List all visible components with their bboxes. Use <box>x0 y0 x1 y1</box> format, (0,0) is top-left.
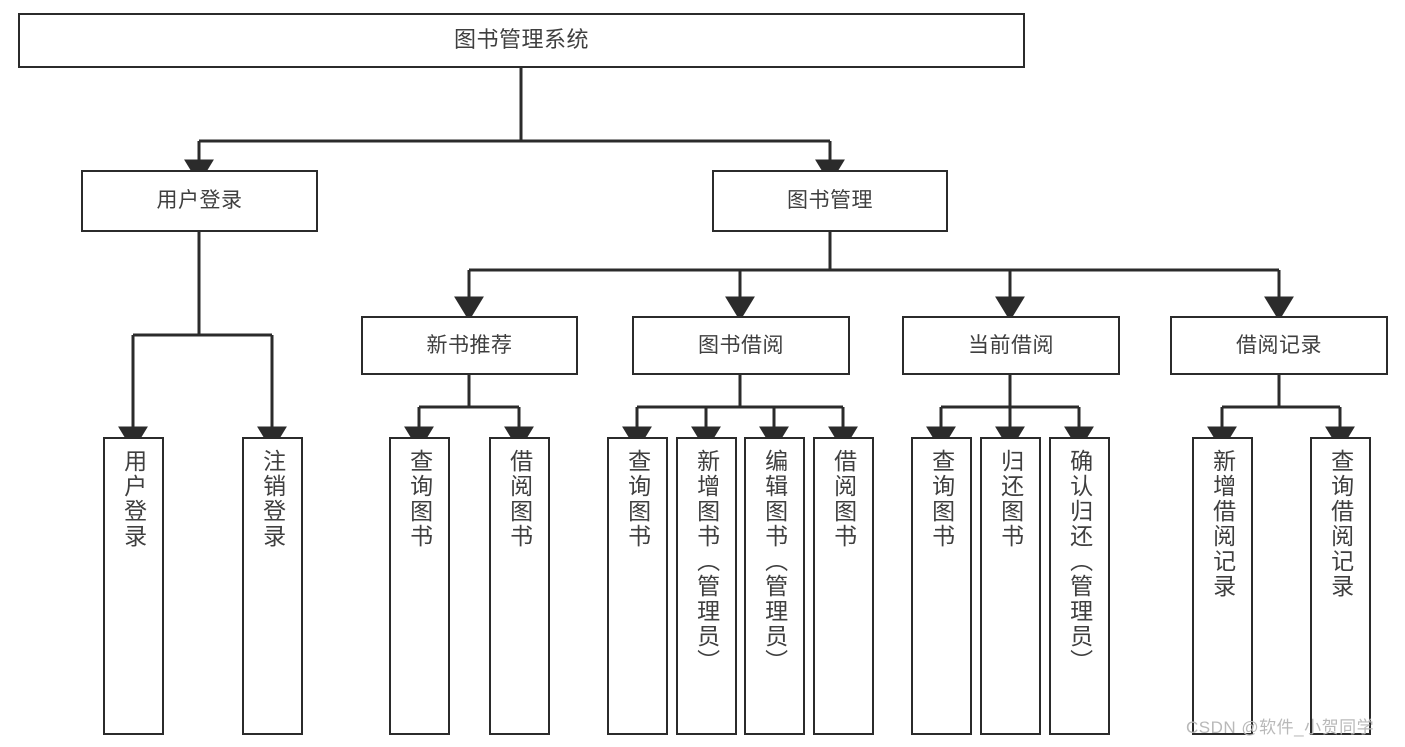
leaf-query-book-borrow[interactable]: 查询图书 <box>607 437 668 735</box>
leaf-borrow-book-newbook-label: 借阅图书 <box>506 449 533 549</box>
leaf-add-borrow-record[interactable]: 新增借阅记录 <box>1192 437 1253 735</box>
node-user-login-label: 用户登录 <box>156 189 243 213</box>
node-new-book-recommend[interactable]: 新书推荐 <box>361 316 578 375</box>
leaf-user-login-label: 用户登录 <box>120 449 147 549</box>
leaf-return-book[interactable]: 归还图书 <box>980 437 1041 735</box>
leaf-return-book-label: 归还图书 <box>997 449 1024 549</box>
leaf-query-borrow-record[interactable]: 查询借阅记录 <box>1310 437 1371 735</box>
leaf-query-book-borrow-label: 查询图书 <box>624 449 651 549</box>
leaf-query-book-current-label: 查询图书 <box>928 449 955 549</box>
node-book-management-label: 图书管理 <box>787 189 873 213</box>
leaf-query-borrow-record-label: 查询借阅记录 <box>1327 449 1354 599</box>
node-root-label: 图书管理系统 <box>453 27 589 53</box>
leaf-add-book-admin-label: 新增图书（管理员） <box>693 449 720 674</box>
leaf-edit-book-admin[interactable]: 编辑图书（管理员） <box>744 437 805 735</box>
leaf-borrow-book-newbook[interactable]: 借阅图书 <box>489 437 550 735</box>
leaf-add-borrow-record-label: 新增借阅记录 <box>1209 449 1236 599</box>
leaf-confirm-return-admin[interactable]: 确认归还（管理员） <box>1049 437 1110 735</box>
leaf-logout[interactable]: 注销登录 <box>242 437 303 735</box>
node-root[interactable]: 图书管理系统 <box>18 13 1025 68</box>
leaf-query-book-newbook[interactable]: 查询图书 <box>389 437 450 735</box>
leaf-query-book-current[interactable]: 查询图书 <box>911 437 972 735</box>
node-book-borrow[interactable]: 图书借阅 <box>632 316 850 375</box>
node-current-borrow[interactable]: 当前借阅 <box>902 316 1120 375</box>
leaf-query-book-newbook-label: 查询图书 <box>406 449 433 549</box>
leaf-confirm-return-admin-label: 确认归还（管理员） <box>1066 449 1093 674</box>
csdn-watermark: CSDN @软件_小贺同学 <box>1186 718 1375 737</box>
leaf-borrow-book[interactable]: 借阅图书 <box>813 437 874 735</box>
node-borrow-records-label: 借阅记录 <box>1236 333 1322 357</box>
node-book-borrow-label: 图书借阅 <box>698 333 784 357</box>
leaf-logout-label: 注销登录 <box>259 449 286 549</box>
leaf-borrow-book-label: 借阅图书 <box>830 449 857 549</box>
leaf-edit-book-admin-label: 编辑图书（管理员） <box>761 449 788 674</box>
leaf-user-login[interactable]: 用户登录 <box>103 437 164 735</box>
node-user-login[interactable]: 用户登录 <box>81 170 318 232</box>
node-book-management[interactable]: 图书管理 <box>712 170 948 232</box>
node-current-borrow-label: 当前借阅 <box>968 333 1054 357</box>
node-new-book-recommend-label: 新书推荐 <box>426 333 513 357</box>
node-borrow-records[interactable]: 借阅记录 <box>1170 316 1388 375</box>
leaf-add-book-admin[interactable]: 新增图书（管理员） <box>676 437 737 735</box>
